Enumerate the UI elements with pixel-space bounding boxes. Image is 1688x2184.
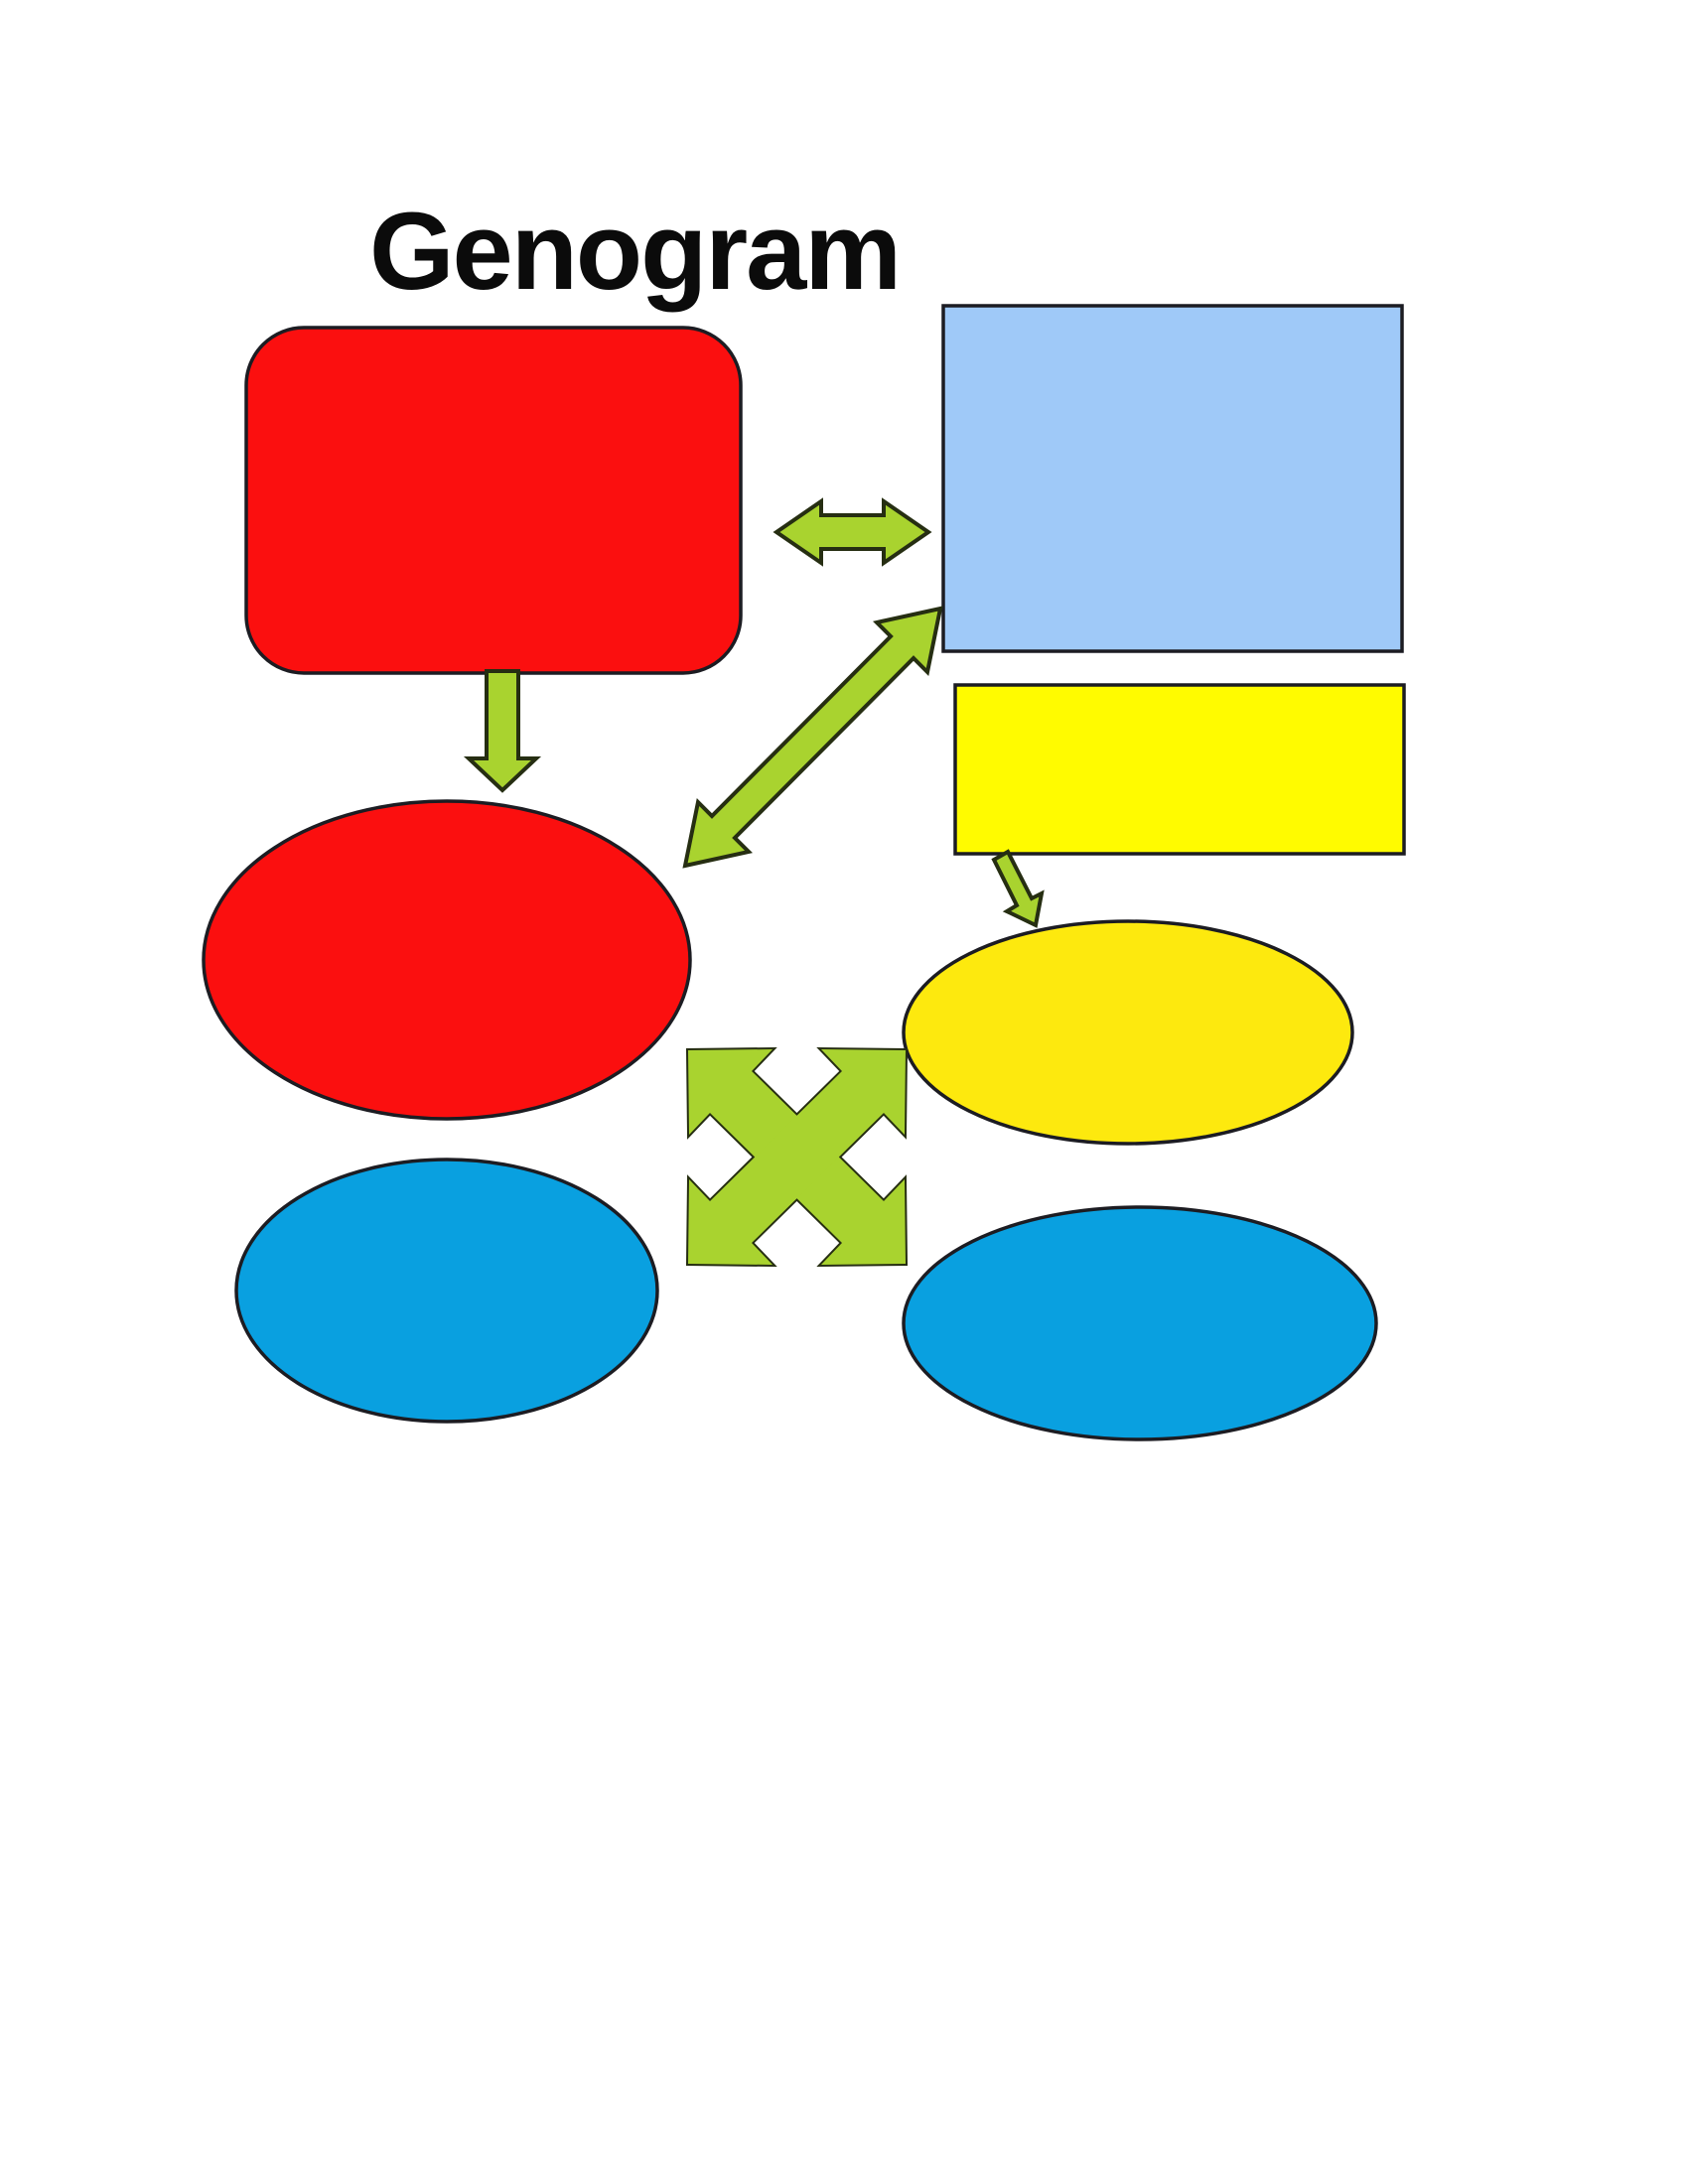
cross-arrow-ne-sw-fill-overlay <box>688 1049 906 1265</box>
yellow-rect-node <box>953 683 1406 856</box>
blue-ellipse-left-node <box>234 1158 659 1424</box>
down-arrow <box>463 669 542 793</box>
light-blue-rect-node <box>941 304 1404 653</box>
blue-ellipse-right-node <box>902 1205 1378 1441</box>
double-arrow-diagonal <box>682 606 943 869</box>
red-rounded-rect-node <box>244 326 743 675</box>
double-arrow-horizontal <box>773 497 932 567</box>
diagram-title: Genogram <box>369 191 902 313</box>
small-arrow-yellow <box>991 849 1045 928</box>
red-ellipse-node <box>202 799 692 1121</box>
yellow-ellipse-node <box>902 919 1354 1146</box>
